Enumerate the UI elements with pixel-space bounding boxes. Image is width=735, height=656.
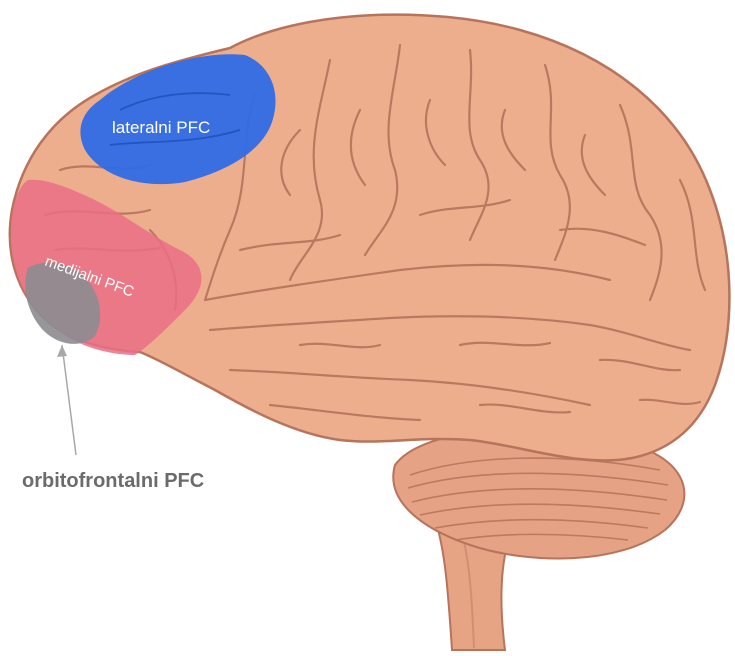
orbitofrontal-pfc-label: orbitofrontalni PFC (22, 470, 204, 492)
lateral-pfc-label: lateralni PFC (112, 118, 210, 137)
lateral-pfc-label-group: lateralni PFC (112, 118, 210, 137)
